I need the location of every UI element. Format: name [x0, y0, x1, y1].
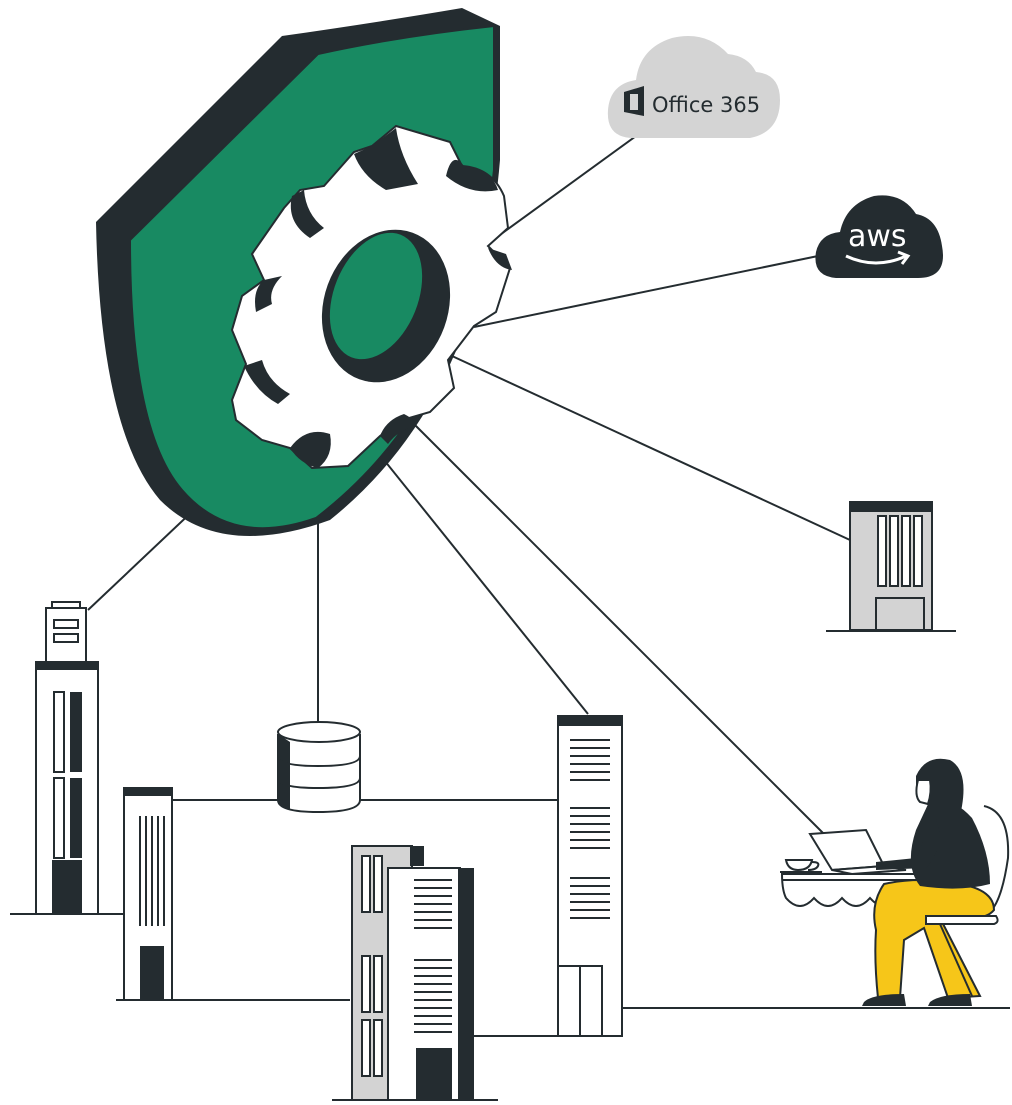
person-face: [916, 780, 930, 804]
coffee-cup-icon: [780, 860, 822, 872]
building-center-pair: [332, 846, 498, 1100]
building-left-small: [116, 788, 350, 1000]
database-top: [278, 722, 360, 742]
person-shoe-left: [862, 994, 906, 1006]
building-right: [826, 502, 956, 631]
aws-label: aws: [848, 219, 907, 254]
office365-cloud: Office 365: [608, 36, 780, 138]
line-to-building-right: [452, 356, 850, 540]
aws-cloud: aws: [815, 195, 943, 278]
line-to-aws: [474, 256, 818, 327]
office365-cloud-shape: [608, 36, 780, 138]
database-body: [278, 734, 360, 812]
office365-label: Office 365: [652, 93, 760, 117]
building-left-tall: [10, 602, 134, 914]
stool: [926, 916, 998, 924]
database: [278, 722, 360, 812]
person-arm: [876, 818, 939, 870]
person-shoe-right: [928, 994, 972, 1006]
shield-gear-icon: [96, 8, 512, 536]
person-laptop: [780, 759, 1008, 1006]
person-legs: [874, 880, 994, 998]
line-to-building-center-tall: [368, 440, 588, 714]
